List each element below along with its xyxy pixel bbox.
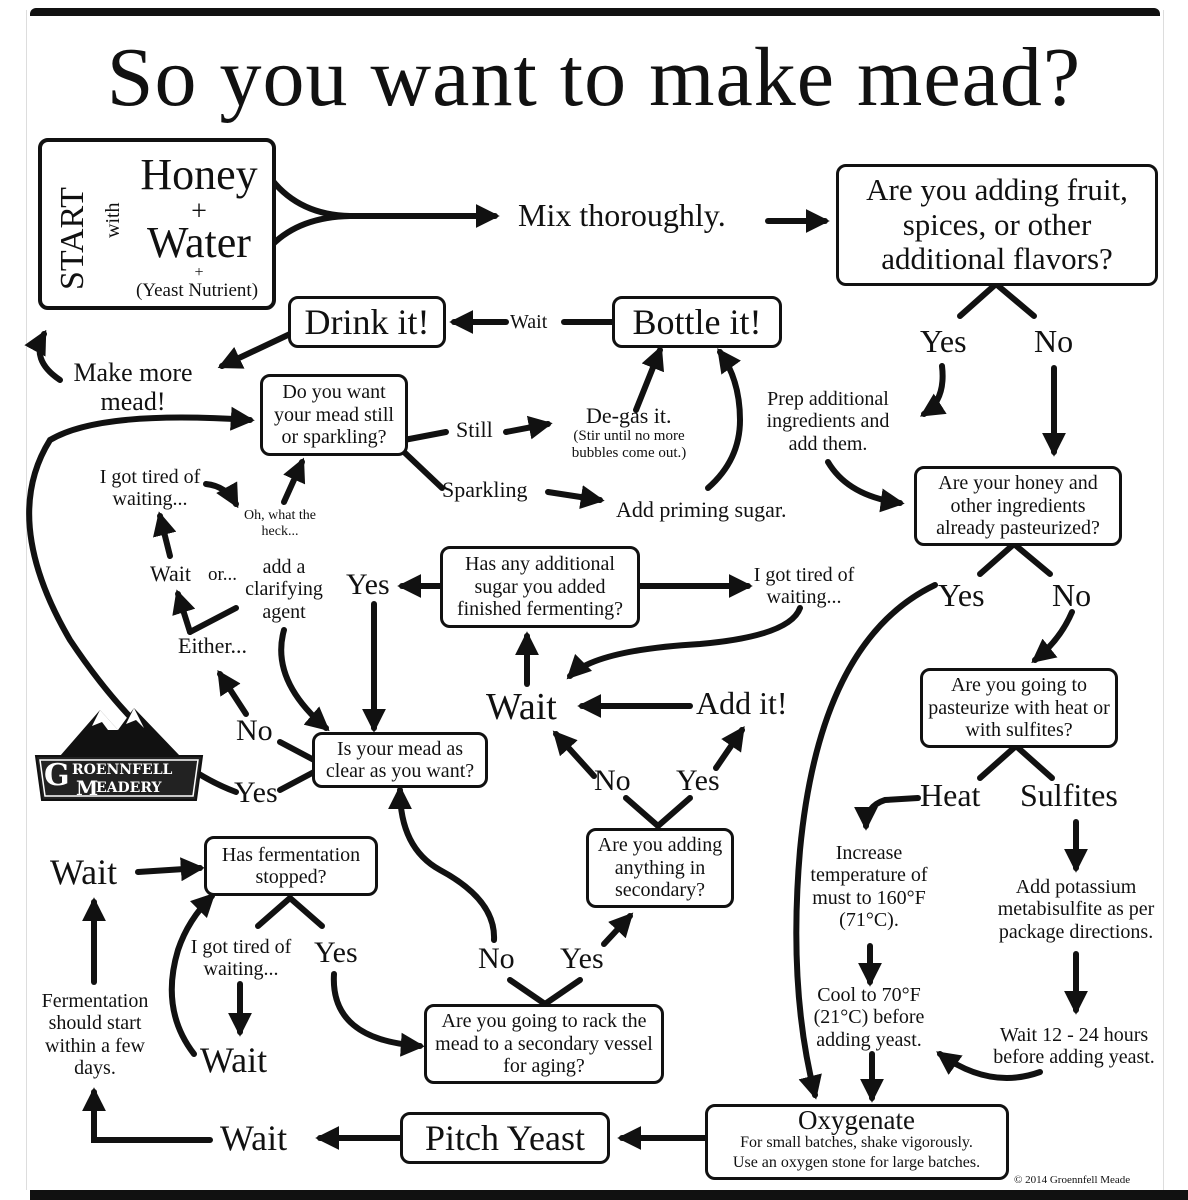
copyright: © 2014 Groennfell Meade	[1014, 1174, 1131, 1186]
frame-top-bar	[30, 8, 1160, 16]
start-honey: Honey	[140, 150, 258, 199]
still-label: Still	[456, 417, 493, 442]
adding-flavors-question: Are you adding fruit, spices, or other a…	[836, 164, 1158, 286]
heat-or-sulfites-question: Are you going to pasteurize with heat or…	[920, 668, 1118, 748]
oxygenate-body-1: For small batches, shake vigorously.	[740, 1134, 973, 1151]
rack-yes: Yes	[560, 942, 604, 975]
increase-temp: Increase temperature of must to 160°F (7…	[810, 842, 928, 932]
frame-bottom-bar	[30, 1190, 1188, 1200]
tired-waiting-1: I got tired of waiting...	[190, 936, 292, 981]
clear-question: Is your mead as clear as you want?	[312, 732, 488, 788]
frame-left-edge	[26, 10, 27, 1190]
pitch-yeast-box: Pitch Yeast	[400, 1112, 610, 1164]
start-box: START with Honey + Water + (Yeast Nutrie…	[38, 138, 276, 310]
add-it: Add it!	[696, 685, 788, 721]
start-plus-1: +	[191, 196, 207, 227]
wait-lower: Wait	[200, 1040, 268, 1080]
fermentation-yes: Yes	[314, 936, 358, 969]
groennfell-logo: G ROENNFELL M EADERY	[30, 700, 210, 810]
start-with-label: with	[102, 202, 124, 238]
oxygenate-box: Oxygenate For small batches, shake vigor…	[705, 1104, 1009, 1180]
oxygenate-body-2: Use an oxygen stone for large batches.	[732, 1154, 981, 1171]
tired-waiting-3: I got tired of waiting...	[99, 466, 201, 511]
sparkling-label: Sparkling	[442, 477, 528, 502]
fermentation-start-note: Fermentation should start within a few d…	[41, 990, 149, 1080]
sugar-yes: Yes	[346, 568, 390, 601]
wait-center: Wait	[486, 686, 557, 728]
either-label: Either...	[178, 633, 248, 658]
degas-note: (Stir until no more bubbles come out.)	[571, 428, 687, 461]
flavors-no: No	[1034, 323, 1074, 359]
logo-initial-m: M	[76, 776, 99, 800]
clarifying-agent: add a clarifying agent	[245, 556, 323, 623]
start-nutrient: (Yeast Nutrient)	[135, 280, 259, 301]
start-label: START	[54, 187, 91, 290]
wait-bottle: Wait	[510, 311, 548, 333]
still-or-sparkling-question: Do you want your mead still or sparkling…	[260, 374, 408, 456]
add-metabisulfite: Add potassium metabisulfite as per packa…	[997, 876, 1155, 943]
secondary-no: No	[594, 764, 631, 797]
oxygenate-title: Oxygenate	[798, 1105, 915, 1135]
pasteurized-no: No	[1052, 577, 1092, 613]
rack-no: No	[478, 942, 515, 975]
secondary-yes: Yes	[676, 764, 720, 797]
cool-to: Cool to 70°F (21°C) before adding yeast.	[813, 984, 925, 1051]
wait-left: Wait	[50, 852, 118, 892]
clear-yes: Yes	[234, 776, 278, 809]
page-title: So you want to make mead?	[106, 31, 1082, 124]
adding-secondary-question: Are you adding anything in secondary?	[586, 828, 734, 908]
start-water: Water	[147, 218, 251, 267]
wait-after-pitch: Wait	[220, 1118, 288, 1158]
start-plus-2: +	[194, 264, 204, 281]
logo-brand-line-2: EADERY	[96, 780, 162, 796]
logo-initial-g: G	[44, 758, 70, 793]
or-label: or...	[208, 564, 238, 585]
pasteurized-yes: Yes	[938, 577, 985, 613]
bottle-it-box: Bottle it!	[612, 296, 782, 348]
wait-or-label: Wait	[150, 561, 191, 586]
priming-sugar: Add priming sugar.	[616, 497, 787, 522]
pasteurized-question: Are your honey and other ingredients alr…	[914, 466, 1122, 546]
fermentation-stopped-question: Has fermentation stopped?	[204, 836, 378, 896]
prep-ingredients: Prep additional ingredients and add them…	[766, 388, 890, 455]
wait-12-24: Wait 12 - 24 hours before adding yeast.	[993, 1024, 1155, 1069]
heat-label: Heat	[920, 777, 981, 813]
make-more-mead: Make more mead!	[73, 358, 193, 417]
mix-thoroughly: Mix thoroughly.	[518, 197, 726, 233]
tired-waiting-2: I got tired of waiting...	[753, 564, 855, 609]
logo-brand-line-1: ROENNFELL	[72, 762, 173, 778]
degas-label: De-gas it.	[586, 403, 672, 428]
drink-it-box: Drink it!	[288, 296, 446, 348]
frame-right-edge	[1163, 10, 1164, 1190]
flavors-yes: Yes	[920, 323, 967, 359]
clear-no: No	[236, 714, 273, 747]
oh-what-the-heck: Oh, what the heck...	[244, 508, 316, 539]
rack-question: Are you going to rack the mead to a seco…	[424, 1004, 664, 1084]
sulfites-label: Sulfites	[1020, 777, 1118, 813]
mountain-icon	[34, 708, 204, 801]
sugar-fermenting-question: Has any additional sugar you added finis…	[440, 546, 640, 628]
